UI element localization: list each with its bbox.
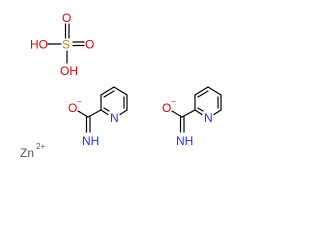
- ring2-bond-5: [194, 109, 203, 116]
- ring1-bond-5: [100, 109, 109, 116]
- hydroxyl-bottom-label: OH: [60, 64, 78, 78]
- ring1-oxygen-anion: O: [68, 101, 77, 115]
- zinc-charge: 2+: [36, 142, 45, 151]
- nicotinamide-right: N O − NH: [162, 86, 222, 148]
- hydroxyl-left-label: HO: [30, 38, 48, 52]
- ring2-inner-bond-3: [197, 107, 204, 112]
- ring1-inner-bond-1: [103, 90, 115, 98]
- sulfuric-acid: S O O HO OH: [30, 11, 94, 78]
- ring2-to-carbonyl-bond: [181, 109, 196, 118]
- ring1-nitrogen-atom: N: [110, 111, 119, 125]
- zinc-symbol: Zn: [20, 146, 34, 160]
- oxygen-atom-right: O: [85, 38, 94, 52]
- nicotinamide-left: N O − NH: [68, 86, 128, 148]
- sulfur-atom: S: [62, 38, 70, 52]
- ring1-bond-1: [100, 86, 115, 96]
- ring1-oxygen-charge: −: [77, 97, 82, 106]
- ring1-bond-2: [113, 86, 128, 96]
- chemical-structure-canvas: S O O HO OH N O − NH: [20, 11, 222, 160]
- ring2-inner-bond-1: [197, 90, 209, 98]
- ring2-bond-1: [194, 86, 209, 96]
- ring2-oxygen-charge: −: [171, 97, 176, 106]
- ring1-to-carbonyl-bond: [87, 109, 102, 118]
- ring2-nitrogen-atom: N: [204, 111, 213, 125]
- ring2-oxygen-anion: O: [162, 101, 171, 115]
- ring1-inner-bond-3: [103, 107, 110, 112]
- ring1-bond-4: [119, 109, 128, 116]
- ring2-bond-2: [207, 86, 222, 96]
- zinc-ion: Zn 2+: [20, 142, 45, 160]
- ring1-imine-nh: NH: [82, 134, 99, 148]
- ring2-bond-4: [213, 109, 222, 116]
- carbonyl1-o-bond: [77, 110, 89, 118]
- oxygen-atom-top: O: [62, 11, 71, 25]
- ring2-imine-nh: NH: [176, 134, 193, 148]
- carbonyl2-o-bond: [171, 110, 183, 118]
